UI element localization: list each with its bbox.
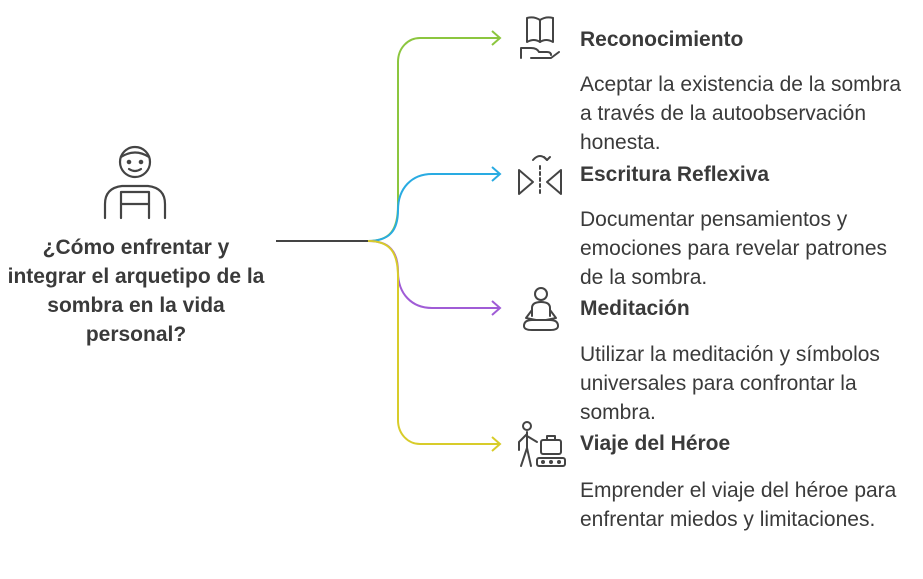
branch-description-4: Emprender el viaje del héroe para enfren… [580, 479, 897, 531]
branch-description-3: Utilizar la meditación y símbolos univer… [580, 343, 880, 424]
branch-title-4: Viaje del Héroe [580, 432, 731, 455]
branch-line-4 [367, 240, 500, 445]
meditation-icon [523, 287, 559, 331]
arrow-head-4 [491, 436, 502, 452]
branch-title-2: Escritura Reflexiva [580, 163, 770, 186]
mirror-flip-icon [518, 155, 562, 197]
traveler-luggage-icon [518, 421, 566, 467]
arrow-head-3 [491, 300, 502, 316]
branch-description-2: Documentar pensamientos y emociones para… [580, 208, 888, 289]
branch-title-3: Meditación [580, 297, 690, 320]
branch-title-1: Reconocimiento [580, 28, 744, 51]
branch-line-3 [367, 240, 500, 309]
branch-line-2 [367, 173, 500, 242]
open-book-hand-icon [520, 16, 560, 59]
person-icon [103, 145, 167, 220]
branch-description-1: Aceptar la existencia de la sombra a tra… [580, 73, 901, 154]
branch-line-1 [367, 37, 500, 242]
arrow-head-1 [491, 30, 502, 46]
central-question: ¿Cómo enfrentar y integrar el arquetipo … [7, 236, 265, 346]
arrow-head-2 [491, 166, 502, 182]
